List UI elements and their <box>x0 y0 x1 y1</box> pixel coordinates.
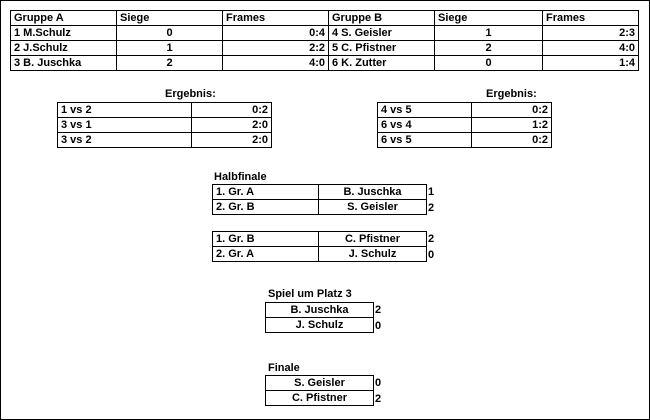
semifinal-2-score-2: 0 <box>428 249 435 261</box>
frames-cell: 1:4 <box>542 55 639 71</box>
seed-cell: 1. Gr. B <box>212 231 319 247</box>
semifinal-2-score-1: 2 <box>428 233 435 245</box>
third-place-score-1: 2 <box>375 304 382 316</box>
player-cell: 2 J.Schulz <box>10 40 117 56</box>
score-cell: 0:2 <box>471 132 552 148</box>
score-cell: 2:0 <box>191 117 272 133</box>
wins-cell: 2 <box>116 55 223 71</box>
table-row: 3 B. Juschka 2 4:0 6 K. Zutter 0 1:4 <box>10 55 639 71</box>
final-score-1: 0 <box>375 377 382 389</box>
match-cell: 1 vs 2 <box>57 102 192 118</box>
name-cell: S. Geisler <box>318 199 427 215</box>
player-cell: 6 K. Zutter <box>328 55 435 71</box>
wins-cell: 0 <box>434 55 543 71</box>
match-cell: 3 vs 1 <box>57 117 192 133</box>
table-row: 6 vs 4 1:2 <box>377 117 552 133</box>
name-cell: C. Pfistner <box>265 390 374 406</box>
semifinal-1-score-1: 1 <box>428 186 435 198</box>
name-cell: J. Schulz <box>265 317 374 333</box>
score-cell: 0:2 <box>191 102 272 118</box>
seed-cell: 2. Gr. A <box>212 246 319 262</box>
score-cell: 1:2 <box>471 117 552 133</box>
table-row: 3 vs 2 2:0 <box>57 132 272 148</box>
table-row: B. Juschka <box>265 302 374 318</box>
match-cell: 4 vs 5 <box>377 102 472 118</box>
wins-cell: 2 <box>434 40 543 56</box>
wins-cell: 1 <box>434 25 543 41</box>
groups-table: Gruppe A Siege Frames Gruppe B Siege Fra… <box>10 10 639 71</box>
match-cell: 6 vs 5 <box>377 132 472 148</box>
table-row: 6 vs 5 0:2 <box>377 132 552 148</box>
table-row: 2 J.Schulz 1 2:2 5 C. Pfistner 2 4:0 <box>10 40 639 56</box>
name-cell: B. Juschka <box>265 302 374 318</box>
name-cell: C. Pfistner <box>318 231 427 247</box>
table-row: 2. Gr. A J. Schulz <box>212 246 427 262</box>
semifinal-title: Halbfinale <box>214 171 267 183</box>
table-row: 1. Gr. B C. Pfistner <box>212 231 427 247</box>
header-gruppe-a: Gruppe A <box>10 10 117 26</box>
match-cell: 3 vs 2 <box>57 132 192 148</box>
semifinal-2-table: 1. Gr. B C. Pfistner 2. Gr. A J. Schulz <box>212 231 427 262</box>
header-siege-b: Siege <box>434 10 543 26</box>
frames-cell: 2:3 <box>542 25 639 41</box>
table-row: J. Schulz <box>265 317 374 333</box>
results-a-title: Ergebnis: <box>165 88 216 100</box>
match-cell: 6 vs 4 <box>377 117 472 133</box>
name-cell: B. Juschka <box>318 184 427 200</box>
frames-cell: 0:4 <box>222 25 329 41</box>
third-place-score-2: 0 <box>375 320 382 332</box>
player-cell: 1 M.Schulz <box>10 25 117 41</box>
score-cell: 0:2 <box>471 102 552 118</box>
semifinal-1-table: 1. Gr. A B. Juschka 2. Gr. B S. Geisler <box>212 184 427 215</box>
results-b-table: 4 vs 5 0:2 6 vs 4 1:2 6 vs 5 0:2 <box>377 102 552 148</box>
results-a-table: 1 vs 2 0:2 3 vs 1 2:0 3 vs 2 2:0 <box>57 102 272 148</box>
table-row: S. Geisler <box>265 375 374 391</box>
wins-cell: 0 <box>116 25 223 41</box>
frames-cell: 4:0 <box>222 55 329 71</box>
table-row: 1 vs 2 0:2 <box>57 102 272 118</box>
name-cell: S. Geisler <box>265 375 374 391</box>
table-row: 4 vs 5 0:2 <box>377 102 552 118</box>
frames-cell: 2:2 <box>222 40 329 56</box>
final-title: Finale <box>268 362 300 374</box>
table-row: 1. Gr. A B. Juschka <box>212 184 427 200</box>
table-row: C. Pfistner <box>265 390 374 406</box>
table-row: 2. Gr. B S. Geisler <box>212 199 427 215</box>
semifinal-1-score-2: 2 <box>428 202 435 214</box>
header-frames-a: Frames <box>222 10 329 26</box>
seed-cell: 1. Gr. A <box>212 184 319 200</box>
name-cell: J. Schulz <box>318 246 427 262</box>
third-place-table: B. Juschka J. Schulz <box>265 302 374 333</box>
player-cell: 3 B. Juschka <box>10 55 117 71</box>
player-cell: 5 C. Pfistner <box>328 40 435 56</box>
frames-cell: 4:0 <box>542 40 639 56</box>
table-row: 1 M.Schulz 0 0:4 4 S. Geisler 1 2:3 <box>10 25 639 41</box>
seed-cell: 2. Gr. B <box>212 199 319 215</box>
header-siege-a: Siege <box>116 10 223 26</box>
wins-cell: 1 <box>116 40 223 56</box>
table-row: 3 vs 1 2:0 <box>57 117 272 133</box>
player-cell: 4 S. Geisler <box>328 25 435 41</box>
groups-header-row: Gruppe A Siege Frames Gruppe B Siege Fra… <box>10 10 639 26</box>
third-place-title: Spiel um Platz 3 <box>268 288 352 300</box>
header-frames-b: Frames <box>542 10 639 26</box>
results-b-title: Ergebnis: <box>486 88 537 100</box>
final-score-2: 2 <box>375 393 382 405</box>
final-table: S. Geisler C. Pfistner <box>265 375 374 406</box>
header-gruppe-b: Gruppe B <box>328 10 435 26</box>
score-cell: 2:0 <box>191 132 272 148</box>
